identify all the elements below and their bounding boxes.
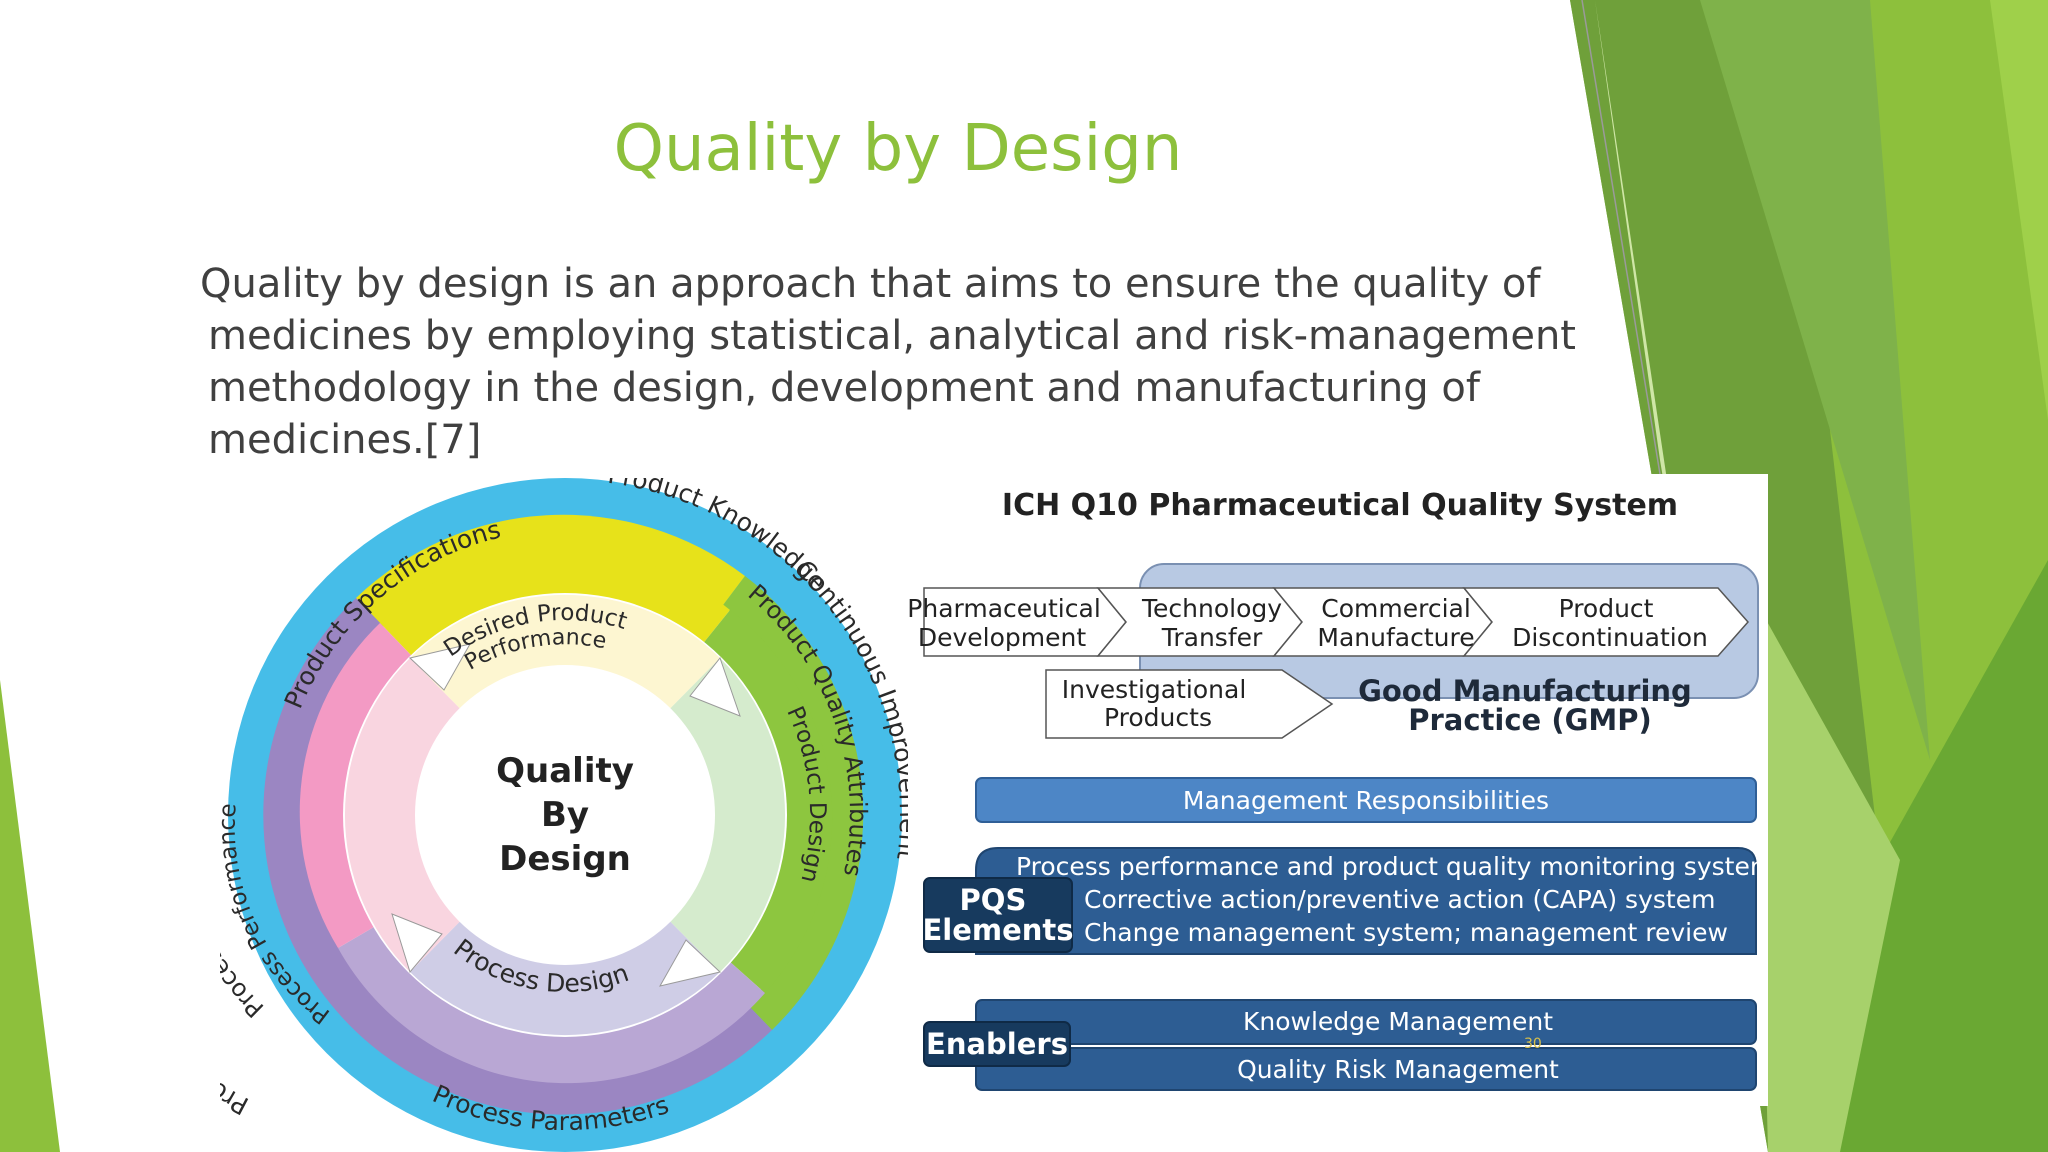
gmp-label: Good Manufacturing xyxy=(1358,674,1692,708)
investigational-label: Investigational xyxy=(1062,675,1247,704)
body-line: methodology in the design, development a… xyxy=(208,365,1480,411)
enabler-item: Knowledge Management xyxy=(1243,1007,1553,1036)
gmp-label: Practice (GMP) xyxy=(1408,703,1652,737)
management-responsibilities-bar xyxy=(975,777,1757,823)
body-line: medicines.[7] xyxy=(208,417,482,463)
qbd-wheel-diagram: Quality By Design Product Knowledge Cont… xyxy=(220,478,910,1152)
chevron-investigational-products xyxy=(1045,669,1334,739)
svg-text:Investigational Products: Investigational Products xyxy=(1062,675,1254,732)
quality-risk-management-bar xyxy=(975,1047,1757,1091)
lifecycle-label: Discontinuation xyxy=(1512,623,1708,652)
arrow-head-icon xyxy=(659,939,722,987)
center-label: Design xyxy=(499,839,631,879)
svg-text:PQS Elements: PQS Elements xyxy=(922,883,1073,947)
lifecycle-label: Technology xyxy=(1141,594,1282,623)
lifecycle-label: Transfer xyxy=(1161,623,1263,652)
svg-text:Pharmaceutical Development: Pharmaceutical Development Technology Tr… xyxy=(908,594,1708,652)
pqs-elements-panel xyxy=(975,847,1757,955)
lifecycle-label: Product xyxy=(1559,594,1654,623)
body-line: medicines by employing statistical, anal… xyxy=(208,313,1576,359)
slide-title: Quality by Design xyxy=(613,112,1183,186)
lifecycle-label: Development xyxy=(918,623,1086,652)
lifecycle-label: Pharmaceutical xyxy=(908,594,1101,623)
arrow-head-icon xyxy=(689,656,741,717)
management-label: Management Responsibilities xyxy=(1183,786,1549,815)
svg-text:Good Manufacturing Practic: Good Manufacturing Practice (GMP) xyxy=(1358,674,1702,737)
pqs-item: Corrective action/preventive action (CAP… xyxy=(1084,885,1715,914)
arrow-head-icon xyxy=(391,913,443,974)
slide-body-text: Quality by design is an approach that ai… xyxy=(200,258,1580,466)
ich-q10-diagram: ICH Q10 Pharmaceutical Quality System Ph… xyxy=(908,474,1768,1106)
enabler-item: Quality Risk Management xyxy=(1237,1055,1559,1084)
center-label: Quality xyxy=(496,751,634,791)
investigational-label: Products xyxy=(1104,703,1212,732)
enablers-label: Enablers xyxy=(926,1027,1068,1061)
arrow-head-icon xyxy=(408,643,471,691)
center-label: By xyxy=(541,795,589,835)
lifecycle-label: Manufacture xyxy=(1317,623,1474,652)
pqs-label: PQS xyxy=(960,883,1027,917)
slide-number: 30 xyxy=(1524,1036,1542,1052)
center-circle xyxy=(415,665,715,965)
pqs-item: Change management system; management rev… xyxy=(1084,918,1728,947)
pqs-title: ICH Q10 Pharmaceutical Quality System xyxy=(1002,488,1678,523)
pqs-item: Process performance and product quality … xyxy=(1016,852,1768,881)
pqs-elements-label-box xyxy=(923,877,1073,953)
svg-text:Process performance and produc: Process performance and product quality … xyxy=(1016,852,1768,947)
enablers-label-box xyxy=(923,1021,1071,1067)
pqs-label: Elements xyxy=(922,913,1073,947)
chevron-product-discontinuation xyxy=(1462,587,1750,657)
body-line: Quality by design is an approach that ai… xyxy=(200,261,1541,307)
lifecycle-label: Commercial xyxy=(1321,594,1471,623)
